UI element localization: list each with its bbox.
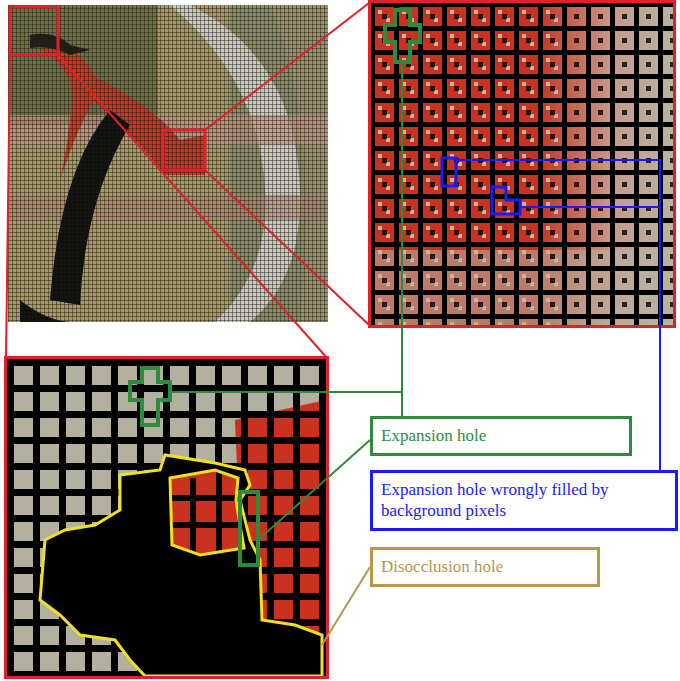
callout-box: Expansion hole [370,416,632,456]
callout-box: Disocclusion hole [370,547,600,587]
callout-text: Expansion hole wrongly filled by backgro… [381,479,667,522]
callout-box: Expansion hole wrongly filled by backgro… [370,470,678,531]
callout-text: Expansion hole [381,425,621,446]
callout-text: Disocclusion hole [381,556,589,577]
